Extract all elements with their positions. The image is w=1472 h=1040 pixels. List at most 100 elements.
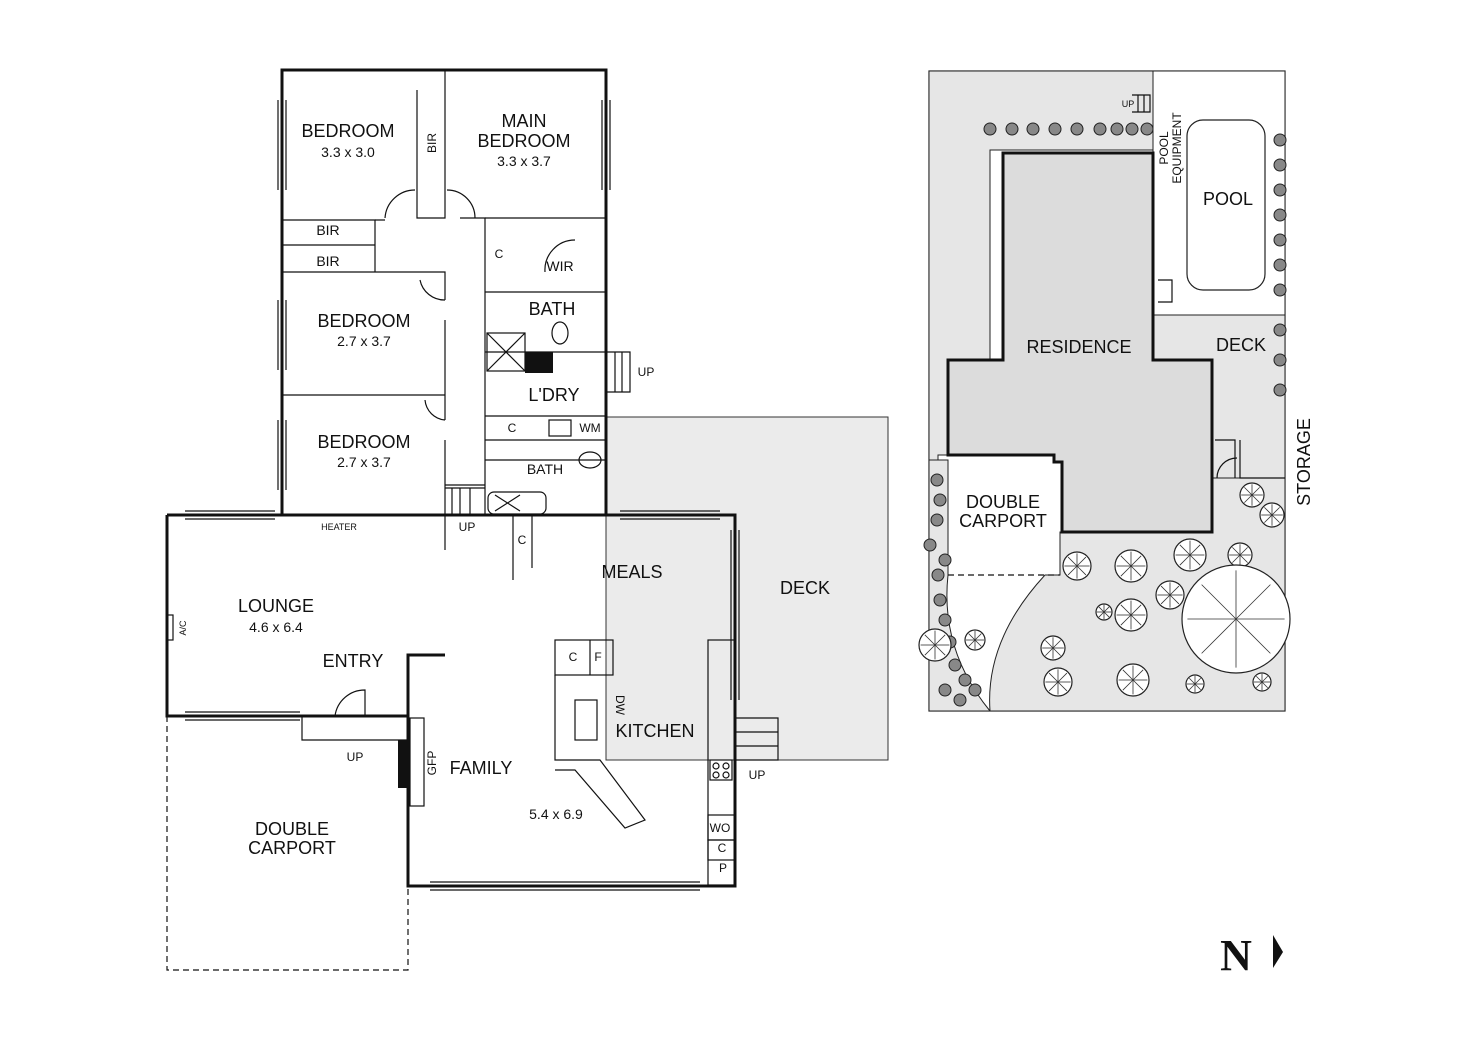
tree-branch bbox=[1130, 555, 1142, 567]
tree-branch bbox=[1120, 565, 1132, 577]
carport-outline bbox=[166, 716, 409, 971]
fixture-label: P bbox=[719, 861, 727, 875]
site-label-residence: RESIDENCE bbox=[1026, 337, 1131, 357]
tree-branch bbox=[1132, 679, 1144, 691]
shrub-icon bbox=[1125, 122, 1139, 136]
tree-branch bbox=[968, 639, 976, 647]
shrub-icon bbox=[968, 683, 982, 697]
tree-branch bbox=[1194, 683, 1202, 691]
site-label-up: UP bbox=[1122, 99, 1135, 109]
tree-branch bbox=[1251, 487, 1260, 496]
tree-branch bbox=[1232, 554, 1241, 563]
tree-branch bbox=[1232, 547, 1241, 556]
residence-outline bbox=[946, 151, 1214, 534]
tree-branch bbox=[1271, 514, 1280, 523]
shrub-icon bbox=[1093, 122, 1107, 136]
room-label: ENTRY bbox=[323, 651, 384, 671]
fixture-label: BIR bbox=[316, 253, 339, 269]
tree-branch bbox=[1057, 681, 1068, 692]
fixture-label: C bbox=[718, 841, 727, 855]
shrub-icon bbox=[938, 613, 952, 627]
tree-branch bbox=[1045, 647, 1054, 656]
tree-branch bbox=[1057, 672, 1068, 683]
gas-fireplace bbox=[398, 740, 410, 788]
shrub-icon bbox=[1273, 133, 1287, 147]
tree-branch bbox=[1076, 565, 1087, 576]
tree-branch bbox=[1122, 679, 1134, 691]
fixture-label: WM bbox=[579, 421, 600, 435]
tree-branch bbox=[924, 644, 936, 656]
tree-branch bbox=[1132, 669, 1144, 681]
tree-branch bbox=[1103, 611, 1110, 618]
fixture-label: WO bbox=[710, 821, 731, 835]
tree-branch bbox=[1244, 494, 1253, 503]
tree-branch bbox=[1251, 494, 1260, 503]
site-label-pool-equipment: POOL bbox=[1157, 131, 1171, 165]
shrub-icon bbox=[930, 473, 944, 487]
tree-branch bbox=[1120, 604, 1132, 616]
stairs-up-label: UP bbox=[347, 750, 364, 764]
tree-branch bbox=[1052, 647, 1061, 656]
shrub-icon bbox=[1110, 122, 1124, 136]
shrub-icon bbox=[983, 122, 997, 136]
stairs-up-label: UP bbox=[749, 768, 766, 782]
tree-branch bbox=[1048, 681, 1059, 692]
site-label-deck: DECK bbox=[1216, 335, 1266, 355]
tree-branch bbox=[1188, 677, 1196, 685]
site-label-carport: CARPORT bbox=[959, 511, 1047, 531]
tree-branch bbox=[974, 633, 982, 641]
fixture-label: GFP bbox=[425, 751, 439, 776]
tree-branch bbox=[1120, 614, 1132, 626]
room-size: 2.7 x 3.7 bbox=[337, 333, 391, 349]
tree-branch bbox=[1264, 507, 1273, 516]
room-label: WIR bbox=[546, 258, 573, 274]
shrub-icon bbox=[938, 683, 952, 697]
fixture-label: HEATER bbox=[321, 522, 357, 532]
shrub-icon bbox=[1273, 158, 1287, 172]
tree-branch bbox=[1244, 487, 1253, 496]
shrub-icon bbox=[1273, 323, 1287, 337]
room-label: DECK bbox=[780, 578, 830, 598]
tree-branch bbox=[1160, 594, 1171, 605]
tree-branch bbox=[1103, 606, 1110, 613]
tree-branch bbox=[1235, 618, 1271, 654]
room-label: BATH bbox=[529, 299, 576, 319]
stairs-up-label: UP bbox=[459, 520, 476, 534]
shrub-icon bbox=[930, 513, 944, 527]
site-label-pool-equipment: EQUIPMENT bbox=[1170, 112, 1184, 184]
tree-branch bbox=[1255, 681, 1263, 689]
tree-branch bbox=[1169, 594, 1180, 605]
north-arrow-label: N bbox=[1220, 931, 1252, 980]
tree-branch bbox=[968, 633, 976, 641]
pool-shape bbox=[1186, 119, 1266, 291]
shrub-icon bbox=[923, 538, 937, 552]
tree-branch bbox=[1271, 507, 1280, 516]
shrub-icon bbox=[1005, 122, 1019, 136]
room-size: 3.3 x 3.0 bbox=[321, 144, 375, 160]
tree-branch bbox=[1264, 514, 1273, 523]
tree-branch bbox=[1052, 640, 1061, 649]
fixture-label: DW bbox=[613, 695, 627, 716]
tree-branch bbox=[1255, 675, 1263, 683]
fixture-label: C bbox=[495, 247, 504, 261]
shrub-icon bbox=[933, 593, 947, 607]
tree-branch bbox=[1261, 681, 1269, 689]
tree-branch bbox=[1130, 614, 1142, 626]
room-label: BEDROOM bbox=[301, 121, 394, 141]
tree-branch bbox=[1169, 585, 1180, 596]
shrub-icon bbox=[1048, 122, 1062, 136]
site-label-pool: POOL bbox=[1203, 189, 1253, 209]
fixture-label: C bbox=[569, 650, 578, 664]
fixture-label: C bbox=[518, 533, 527, 547]
shrub-icon bbox=[938, 553, 952, 567]
site-label-carport: DOUBLE bbox=[966, 492, 1040, 512]
tree-branch bbox=[1179, 544, 1191, 556]
shrub-icon bbox=[958, 673, 972, 687]
site-trees bbox=[918, 482, 1291, 697]
tree-branch bbox=[1120, 555, 1132, 567]
room-label: BATH bbox=[527, 461, 563, 477]
shrub-icon bbox=[1273, 383, 1287, 397]
tree-branch bbox=[1098, 606, 1105, 613]
fixture-label: BIR bbox=[316, 222, 339, 238]
room-label: LOUNGE bbox=[238, 596, 314, 616]
